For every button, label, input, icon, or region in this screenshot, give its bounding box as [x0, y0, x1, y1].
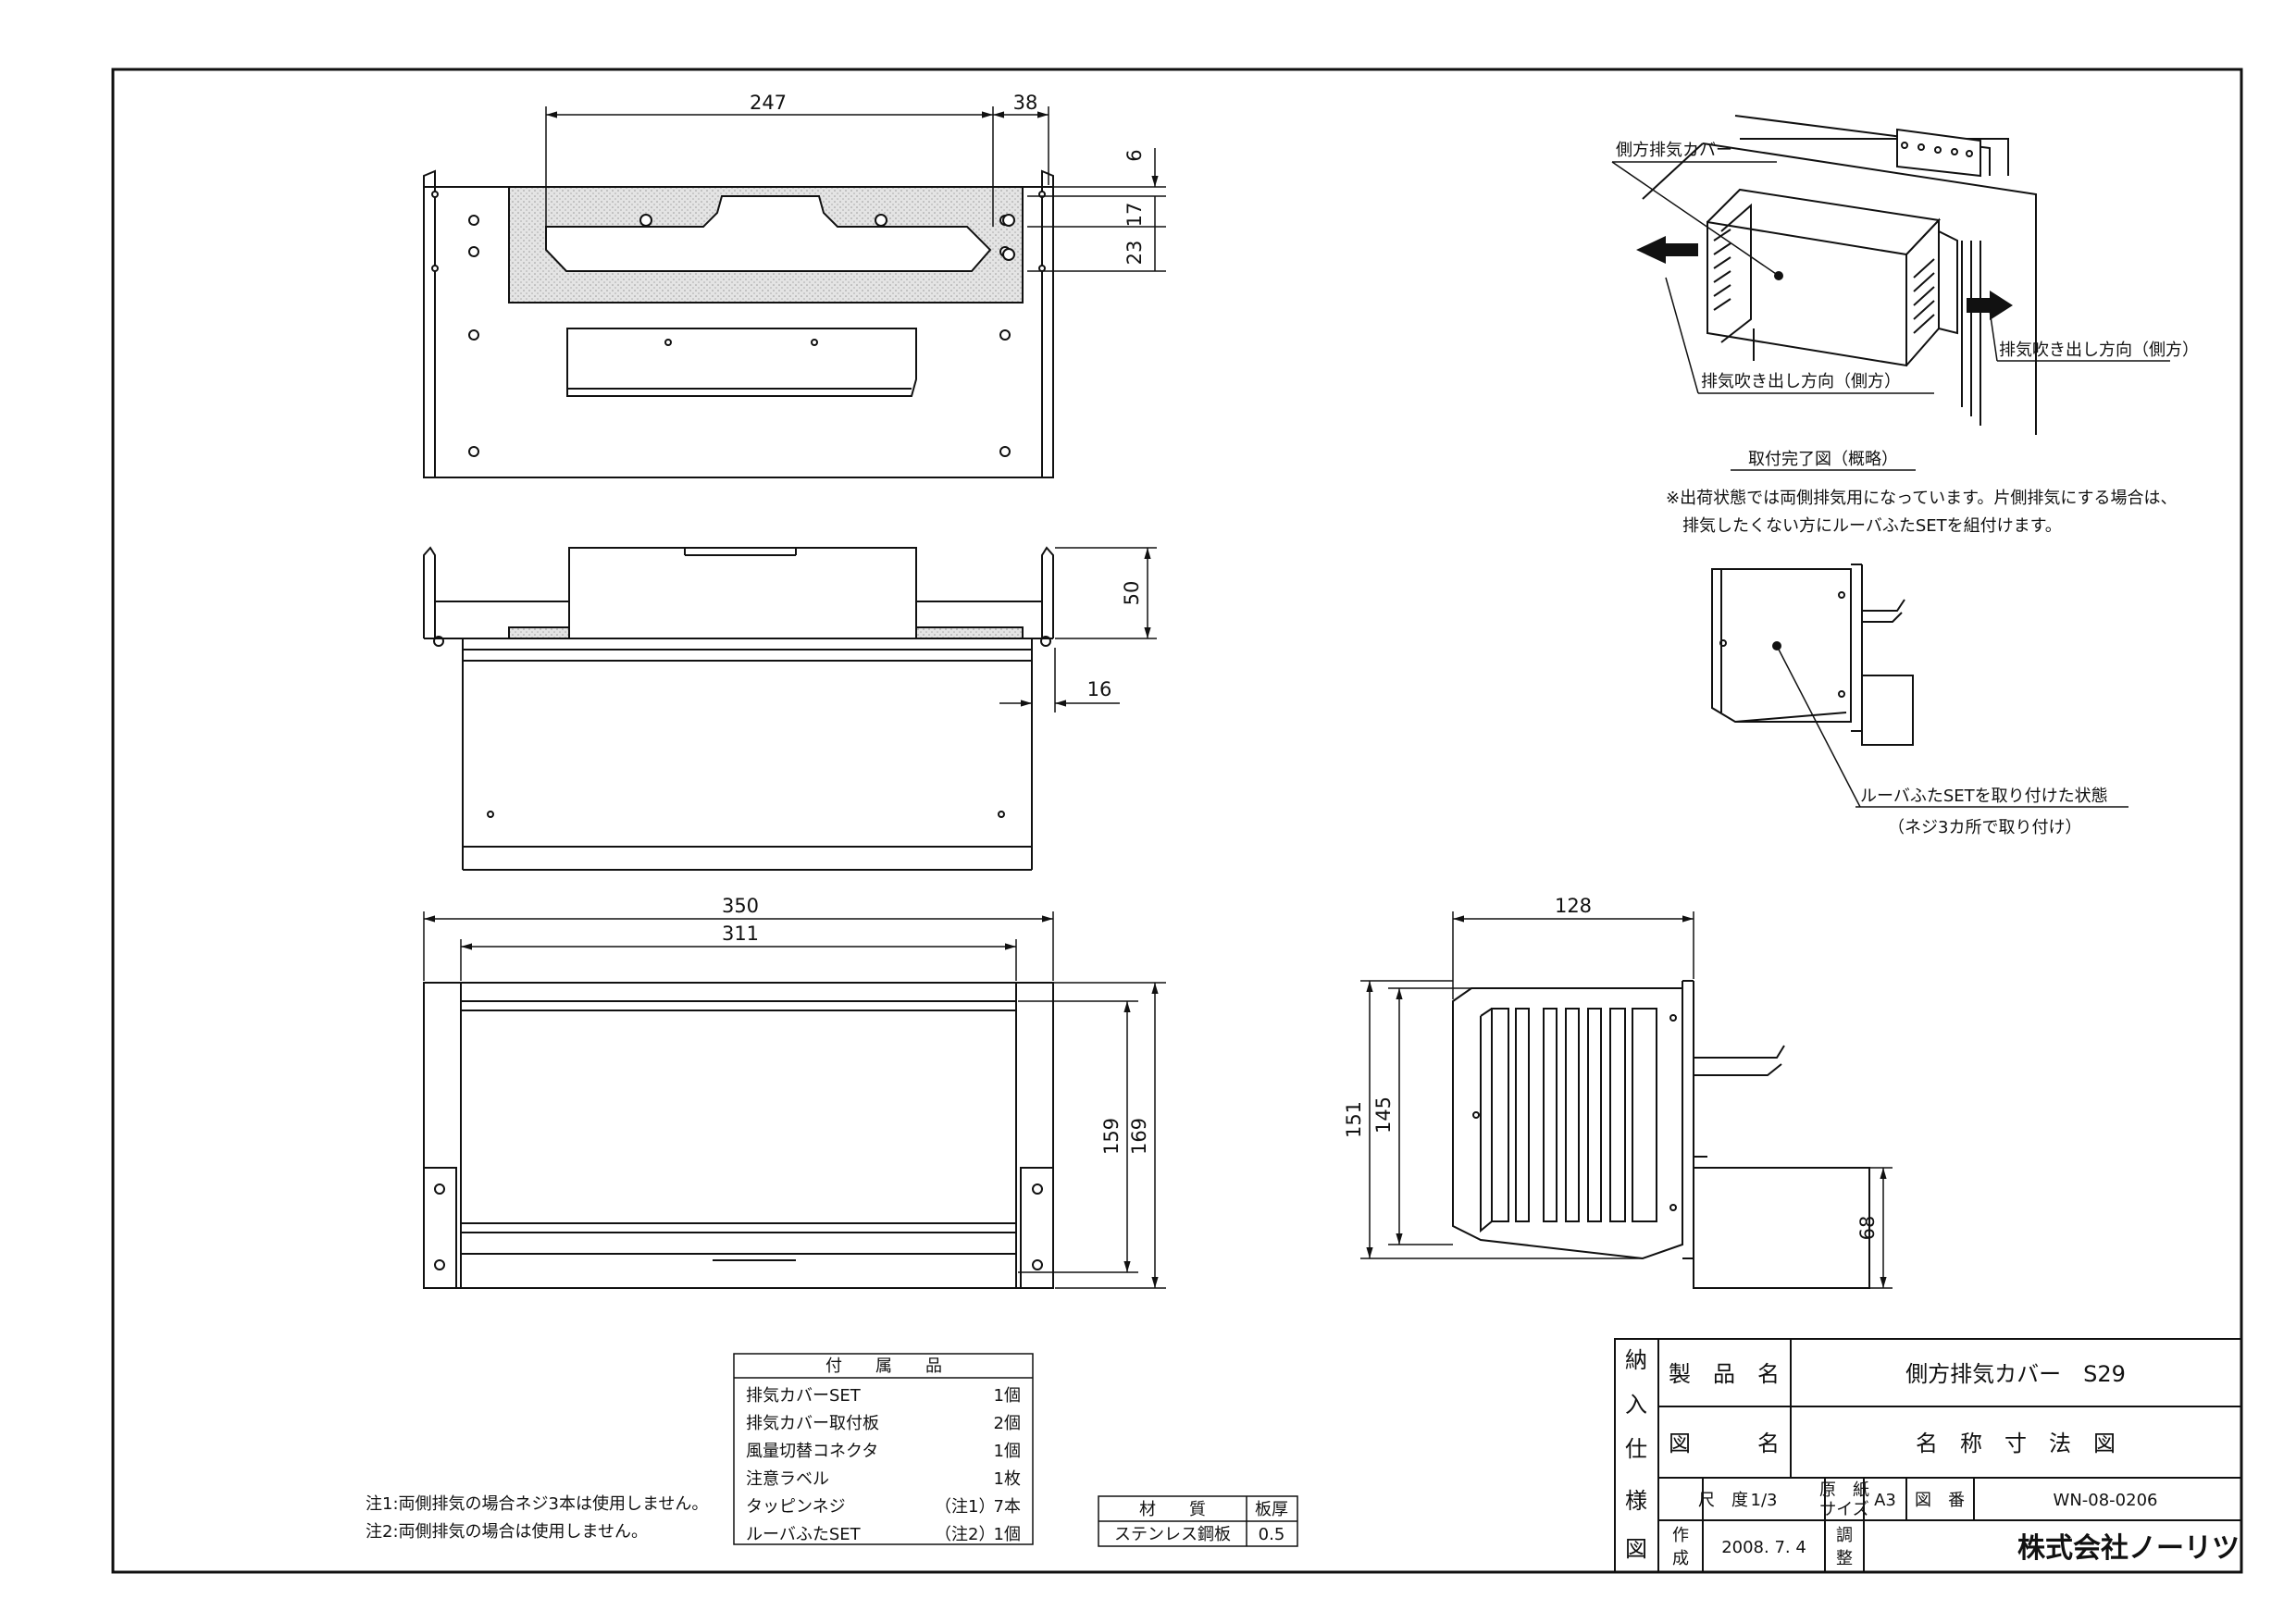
svg-text:納: 納 — [1625, 1347, 1647, 1373]
drawing-no-label: 図 番 — [1915, 1491, 1965, 1510]
date: 2008. 7. 4 — [1721, 1538, 1806, 1557]
side-view-dimensions — [1360, 911, 1893, 1289]
note-2: 注2:両側排気の場合は使用しません。 — [366, 1522, 648, 1542]
thickness-col-header: 板厚 — [1255, 1500, 1288, 1519]
dim-145: 145 — [1372, 1096, 1395, 1134]
svg-text:様: 様 — [1625, 1488, 1647, 1514]
exhaust-dir-left: 排気吹き出し方向（側方） — [1701, 372, 1901, 391]
svg-text:1枚: 1枚 — [994, 1469, 1021, 1489]
louver-sub: （ネジ3カ所で取り付け） — [1888, 818, 2081, 837]
product-name: 側方排気カバー S29 — [1905, 1361, 2126, 1387]
scale-label: 尺 度 — [1698, 1491, 1748, 1510]
material-table — [1098, 1495, 1298, 1547]
svg-text:排気カバーSET: 排気カバーSET — [746, 1386, 862, 1406]
dim-6: 6 — [1123, 149, 1146, 161]
dim-350: 350 — [722, 895, 759, 917]
scale-value: 1/3 — [1751, 1491, 1778, 1510]
accessories-header: 付 属 品 — [825, 1357, 942, 1376]
svg-text:図: 図 — [1625, 1536, 1647, 1562]
made-label: 作 — [1672, 1526, 1689, 1545]
dim-16: 16 — [1087, 678, 1112, 700]
svg-text:1個: 1個 — [994, 1442, 1021, 1461]
top-view-dimensions — [545, 106, 1166, 272]
drawing-border — [111, 68, 2243, 1574]
drawing-label: 図 名 — [1669, 1431, 1780, 1456]
accessory-row: 排気カバー取付板 2個 — [746, 1414, 1021, 1433]
dim-159: 159 — [1100, 1118, 1123, 1155]
accessory-row: 注意ラベル 1枚 — [746, 1469, 1021, 1489]
check-label-2: 整 — [1836, 1549, 1853, 1568]
dim-128: 128 — [1555, 895, 1592, 917]
svg-text:風量切替コネクタ: 風量切替コネクタ — [746, 1442, 878, 1461]
dim-23: 23 — [1123, 241, 1146, 266]
svg-text:（注2）: （注2） — [935, 1525, 995, 1544]
svg-text:ルーバふたSET: ルーバふたSET — [746, 1525, 862, 1544]
svg-text:（注1）: （注1） — [935, 1497, 995, 1517]
svg-text:7本: 7本 — [994, 1497, 1021, 1517]
cover-label: 側方排気カバー — [1616, 141, 1732, 160]
material-value: ステンレス鋼板 — [1114, 1525, 1231, 1544]
accessory-row: 風量切替コネクタ 1個 — [746, 1442, 1021, 1461]
title-block — [1614, 1338, 2242, 1573]
shipping-note-1: ※出荷状態では両側排気用になっています。片側排気にする場合は、 — [1666, 489, 2178, 508]
svg-text:1個: 1個 — [994, 1386, 1021, 1406]
louver-detail-view — [1711, 564, 1914, 746]
installed-title: 取付完了図（概略） — [1748, 450, 1898, 469]
paper-size-label: 原 紙 — [1819, 1481, 1869, 1500]
thickness-value: 0.5 — [1259, 1525, 1285, 1544]
accessory-row: 排気カバーSET 1個 — [746, 1386, 1021, 1406]
accessory-row: ルーバふたSET （注2） 1個 — [746, 1525, 1021, 1544]
dim-17: 17 — [1123, 203, 1146, 228]
dim-68: 68 — [1856, 1216, 1879, 1241]
louver-label: ルーバふたSETを取り付けた状態 — [1860, 787, 2108, 806]
front-view-dimensions — [999, 547, 1157, 712]
exhaust-left-arrow — [1636, 236, 1698, 264]
dim-247: 247 — [750, 92, 787, 114]
perspective-leaders — [1611, 161, 2170, 471]
dim-151: 151 — [1343, 1101, 1365, 1138]
material-col-header: 材 質 — [1139, 1500, 1206, 1519]
product-label: 製 品 名 — [1669, 1361, 1780, 1387]
paper-size-value: A3 — [1874, 1491, 1896, 1510]
accessories-rows: 排気カバーSET 1個 排気カバー取付板 2個 風量切替コネクタ 1個 注意ラベ… — [746, 1386, 1021, 1544]
check-label: 調 — [1836, 1526, 1853, 1545]
svg-text:2個: 2個 — [994, 1414, 1021, 1433]
made-label-2: 成 — [1672, 1549, 1689, 1568]
svg-text:排気カバー取付板: 排気カバー取付板 — [746, 1414, 879, 1433]
louver-leader — [1776, 645, 2128, 808]
top-view — [423, 169, 1054, 478]
company-name: 株式会社ノーリツ — [2017, 1532, 2240, 1565]
shipping-note-2: 排気したくない方にルーバふたSETを組付けます。 — [1682, 516, 2062, 536]
title-block-side-label: 納 入 仕 様 図 — [1625, 1347, 1647, 1562]
svg-text:1個: 1個 — [994, 1525, 1021, 1544]
dim-50: 50 — [1121, 581, 1143, 606]
side-view — [1452, 980, 1870, 1289]
accessories-table — [733, 1353, 1034, 1545]
dim-38: 38 — [1013, 92, 1038, 114]
dim-169: 169 — [1128, 1118, 1150, 1155]
exhaust-right-arrow — [1967, 291, 2013, 320]
dim-311: 311 — [722, 923, 759, 945]
accessory-row: タッピンネジ （注1） 7本 — [746, 1497, 1021, 1517]
svg-text:仕: 仕 — [1625, 1436, 1647, 1462]
exhaust-dir-right: 排気吹き出し方向（側方） — [1999, 341, 2199, 360]
paper-size-label-2: サイズ — [1819, 1500, 1868, 1519]
louver-slats — [1480, 1008, 1657, 1233]
perspective-view — [1642, 115, 2037, 435]
note-1: 注1:両側排気の場合ネジ3本は使用しません。 — [366, 1494, 708, 1514]
bottom-view — [423, 982, 1054, 1289]
drawing-name: 名 称 寸 法 図 — [1916, 1431, 2116, 1456]
front-view — [423, 546, 1054, 871]
svg-text:入: 入 — [1625, 1392, 1647, 1418]
svg-text:注意ラベル: 注意ラベル — [746, 1469, 829, 1489]
drawing-no: WN-08-0206 — [2054, 1491, 2158, 1510]
bottom-view-dimensions — [423, 911, 1166, 1289]
svg-text:タッピンネジ: タッピンネジ — [746, 1497, 846, 1517]
